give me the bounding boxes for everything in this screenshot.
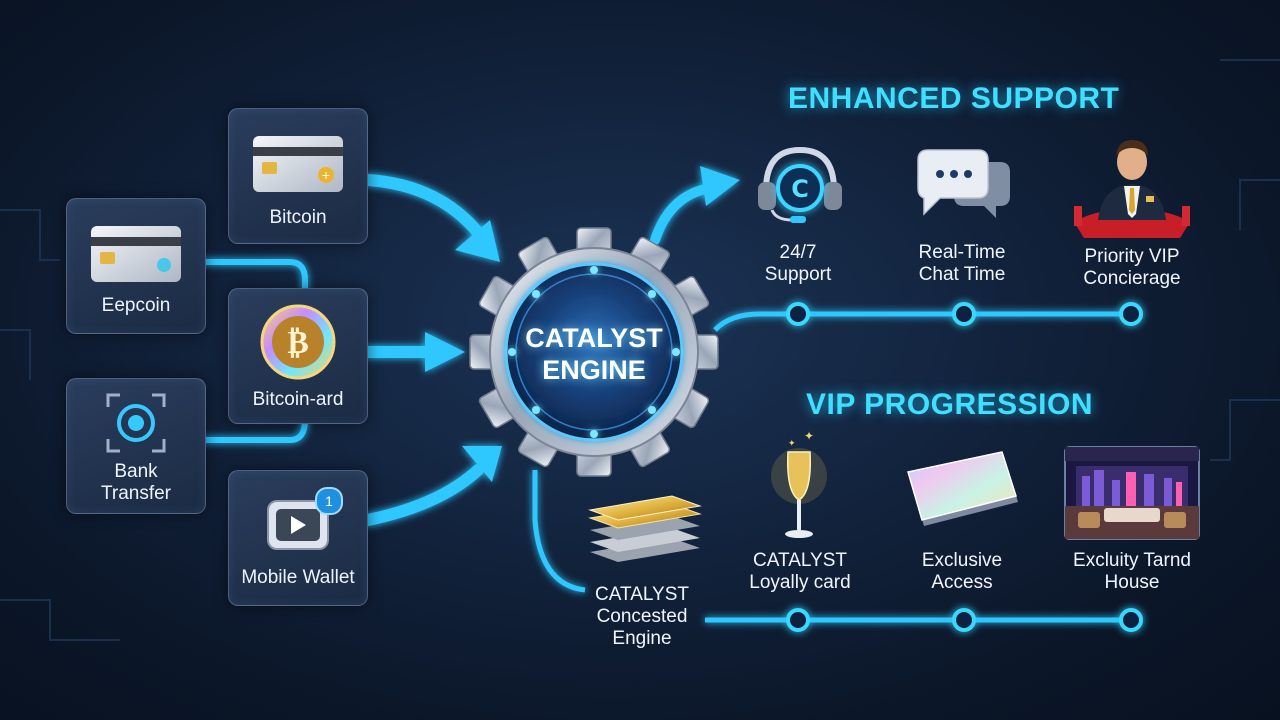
input-label: Bitcoin <box>269 207 327 228</box>
gear-light-dot <box>648 406 656 414</box>
support-item-label: Priority VIP Concierage <box>1083 246 1181 289</box>
play-wallet-icon <box>267 500 329 550</box>
input-label: Bitcoin-ard <box>252 389 344 410</box>
input-node-bitcoin[interactable]: + Bitcoin <box>228 108 368 244</box>
vip-item-label: Exclusive Access <box>921 550 1003 593</box>
holographic-card-icon <box>907 451 1018 526</box>
circuit-background <box>0 59 1280 641</box>
input-label: Mobile Wallet <box>241 567 355 588</box>
input-node-mobile-wallet[interactable]: 1 Mobile Wallet <box>228 470 368 606</box>
svg-text:+: + <box>321 169 330 182</box>
gear-light-dot <box>508 348 516 356</box>
enhanced-support-heading: ENHANCED SUPPORT <box>788 82 1120 115</box>
input-label: Eepcoin <box>101 295 171 316</box>
flow-arrows-in <box>362 174 486 526</box>
vip-item-label: CATALYST Loyally card <box>749 550 851 593</box>
concierge-person-icon <box>1074 140 1190 238</box>
engine-title: CATALYST ENGINE <box>525 323 663 385</box>
flow-arrowheads <box>425 220 502 482</box>
support-item-label: 24/7 Support <box>764 242 832 285</box>
svg-text:✦: ✦ <box>788 439 796 449</box>
bitcoin-coin-icon: ₿ <box>260 304 336 380</box>
catalyst-engine-gear <box>469 227 719 477</box>
gold-card-stack-icon <box>588 495 702 562</box>
vip-item-label: Excluity Tarnd House <box>1073 550 1191 593</box>
input-node-bank-transfer[interactable]: Bank Transfer <box>66 378 206 514</box>
credit-card-icon <box>91 226 181 282</box>
svg-text:✦: ✦ <box>804 429 814 443</box>
gear-light-dot <box>532 290 540 298</box>
gear-light-dot <box>590 430 598 438</box>
flow-arrow-out <box>650 166 740 245</box>
support-item-label: Real-Time Chat Time <box>918 242 1006 285</box>
gear-light-dot <box>648 290 656 298</box>
gear-light-dot <box>590 266 598 274</box>
vip-progression-heading: VIP PROGRESSION <box>806 388 1094 421</box>
headset-icon: C <box>758 146 842 223</box>
support-timeline <box>713 302 1143 332</box>
input-label: Bank Transfer <box>100 461 172 504</box>
bank-scan-icon <box>106 393 166 453</box>
concested-engine-label: CATALYST Concested Engine <box>595 584 689 649</box>
vip-timeline <box>532 470 1143 632</box>
chat-bubble-icon <box>917 149 1010 218</box>
gear-light-dot <box>672 348 680 356</box>
input-node-bitcoin-card[interactable]: ₿ Bitcoin-ard <box>228 288 368 424</box>
champagne-glass-icon: ✦ ✦ <box>771 429 827 538</box>
gear-light-dot <box>532 406 540 414</box>
luxury-room-icon <box>1064 446 1200 540</box>
svg-text:C: C <box>791 175 809 203</box>
input-node-eepcoin[interactable]: Eepcoin <box>66 198 206 334</box>
svg-text:₿: ₿ <box>287 323 308 361</box>
credit-card-icon: + <box>253 136 343 192</box>
notification-badge: 1 <box>315 487 343 515</box>
